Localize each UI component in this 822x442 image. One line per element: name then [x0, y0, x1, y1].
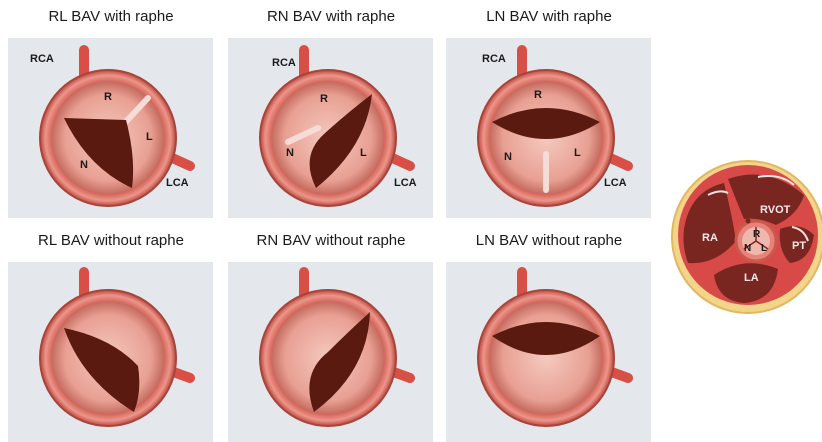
ref-cusp-n-label: N	[744, 243, 751, 254]
cusp-l-label: L	[360, 147, 367, 159]
valve-panel-rn-with-raphe: RCA LCA R L N	[228, 38, 433, 218]
lca-label: LCA	[166, 177, 189, 189]
rca-label: RCA	[30, 53, 54, 65]
rca-label: RCA	[272, 57, 296, 69]
panel-title-rn-without-raphe: RN BAV without raphe	[226, 232, 436, 249]
cusp-n-label: N	[504, 151, 512, 163]
ref-cusp-r-label: R	[753, 229, 761, 240]
valve-panel-rl-without-raphe	[8, 262, 213, 442]
ref-cusp-l-label: L	[761, 243, 767, 254]
panel-title-ln-without-raphe: LN BAV without raphe	[444, 232, 654, 249]
pt-label: PT	[792, 240, 806, 252]
rvot-label: RVOT	[760, 204, 791, 216]
cusp-n-label: N	[80, 159, 88, 171]
valve-panel-rn-without-raphe	[228, 262, 433, 442]
cusp-r-label: R	[534, 89, 542, 101]
ra-label: RA	[702, 232, 718, 244]
cusp-l-label: L	[574, 147, 581, 159]
panel-title-ln-with-raphe: LN BAV with raphe	[444, 8, 654, 25]
rca-label: RCA	[482, 53, 506, 65]
lca-label: LCA	[604, 177, 627, 189]
heart-cross-section: RVOT RA PT LA R N L	[668, 155, 822, 315]
valve-panel-rl-with-raphe: RCA LCA R L N	[8, 38, 213, 218]
cusp-r-label: R	[320, 93, 328, 105]
panel-title-rl-without-raphe: RL BAV without raphe	[6, 232, 216, 249]
panel-title-rl-with-raphe: RL BAV with raphe	[6, 8, 216, 25]
lca-label: LCA	[394, 177, 417, 189]
panel-title-rn-with-raphe: RN BAV with raphe	[226, 8, 436, 25]
cusp-l-label: L	[146, 131, 153, 143]
valve-panel-ln-with-raphe: RCA LCA R L N	[446, 38, 651, 218]
cusp-r-label: R	[104, 91, 112, 103]
la-label: LA	[744, 272, 759, 284]
cusp-n-label: N	[286, 147, 294, 159]
valve-panel-ln-without-raphe	[446, 262, 651, 442]
